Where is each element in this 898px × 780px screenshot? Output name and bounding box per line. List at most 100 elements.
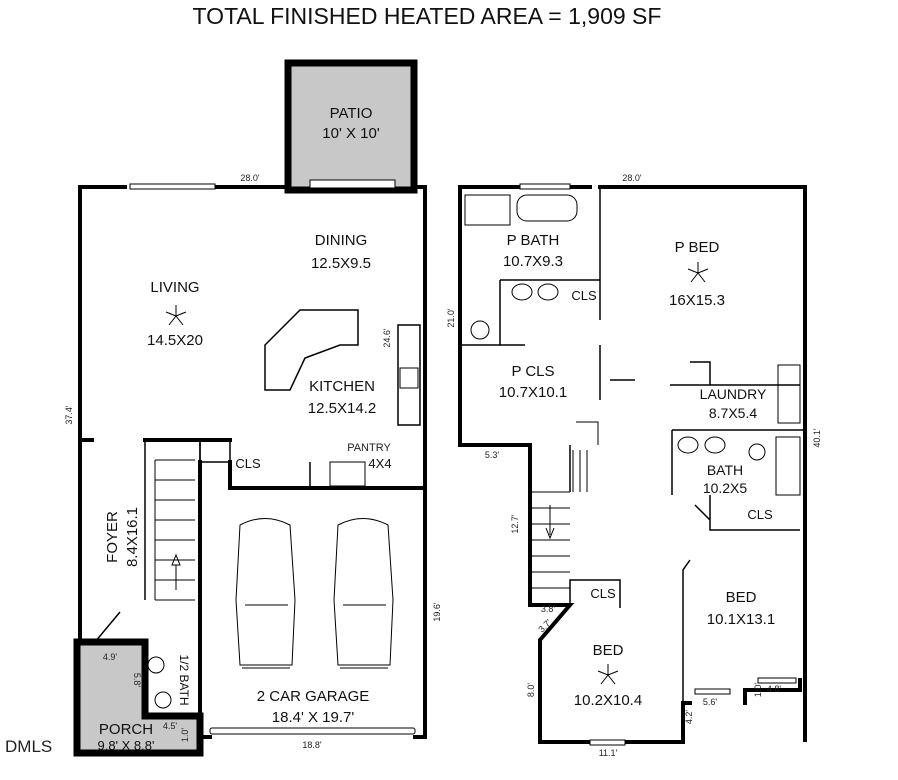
garage-size: 18.4' X 19.7' [272, 709, 355, 726]
half-bath-label: 1/2 BATH [177, 654, 191, 705]
dining-label: DINING [315, 232, 368, 249]
dimension: 18.8' [302, 740, 322, 750]
dimension: 5.6' [703, 697, 718, 707]
patio [284, 59, 418, 194]
foyer-label: FOYER [104, 511, 121, 563]
p-bath-label: P BATH [507, 232, 560, 249]
toilet-icon [748, 443, 766, 461]
toilet-icon [154, 691, 172, 709]
ceiling-fan-icon [687, 262, 709, 283]
stairs [530, 421, 599, 589]
kitchen-size: 12.5X14.2 [308, 400, 376, 417]
dimension: 1.0' [180, 728, 190, 743]
p-cls-size: 10.7X10.1 [499, 384, 567, 401]
bathtub-icon [516, 194, 578, 222]
ceiling-fan-icon [597, 664, 619, 685]
cls-label: CLS [235, 456, 261, 471]
p-bed-size: 16X15.3 [669, 292, 725, 309]
first-floor: PATIO 10' X 10' 28.0' DINING 12.5X9.5 LI… [64, 59, 442, 757]
laundry-size: 8.7X5.4 [709, 405, 757, 421]
kitchen-counter [397, 324, 421, 426]
kitchen-island [264, 309, 359, 391]
washer-dryer-icon [777, 364, 801, 424]
dimension: 19.6' [432, 602, 442, 622]
shower-icon [464, 194, 511, 226]
garage-door [209, 727, 416, 735]
pantry-label: PANTRY [347, 442, 391, 454]
cls-label: CLS [590, 586, 616, 601]
bed-label: BED [593, 642, 624, 659]
bath-label: BATH [707, 462, 743, 478]
dimension: 40.1' [812, 428, 822, 448]
car-icon [235, 518, 296, 669]
cls-label: CLS [571, 288, 597, 303]
dining-size: 12.5X9.5 [311, 255, 371, 272]
dimension: 3.8' [541, 604, 556, 614]
partition-lines [144, 440, 311, 600]
watermark: DMLS [5, 737, 52, 756]
bed-size: 10.2X10.4 [574, 692, 642, 709]
bed-size: 10.1X13.1 [707, 611, 775, 628]
pantry-size: 4X4 [368, 456, 391, 471]
dimension: 8.0' [526, 683, 536, 698]
ceiling-fan-icon [165, 305, 187, 326]
cls-label: CLS [747, 507, 773, 522]
bathtub-icon [775, 436, 801, 496]
window [757, 677, 797, 684]
dimension: 37.4' [64, 405, 74, 425]
dimension: 4.5' [163, 721, 178, 731]
p-cls-label: P CLS [511, 363, 554, 380]
window [589, 739, 626, 746]
front-door [94, 611, 121, 643]
bed-label: BED [726, 589, 757, 606]
porch [73, 638, 204, 757]
sink-icon [511, 283, 533, 301]
kitchen-label: KITCHEN [309, 378, 375, 395]
pantry-appliance [329, 461, 366, 487]
dimension: 4.2' [684, 710, 694, 725]
patio-label: PATIO [330, 105, 373, 122]
living-label: LIVING [150, 279, 199, 296]
exterior-walls [458, 185, 807, 744]
garage-label: 2 CAR GARAGE [257, 688, 370, 705]
window [694, 688, 731, 695]
toilet-icon [470, 320, 490, 340]
area-title: TOTAL FINISHED HEATED AREA = 1,909 SF [193, 3, 662, 29]
patio-size: 10' X 10' [322, 125, 380, 142]
p-bath-size: 10.7X9.3 [503, 253, 563, 270]
bath-size: 10.2X5 [703, 480, 748, 496]
dimension: 5.3' [485, 450, 500, 460]
patio-door [309, 179, 396, 189]
interior-walls [460, 187, 805, 703]
dimension: 12.7' [510, 514, 520, 534]
car-icon [333, 518, 394, 669]
sink-icon [147, 656, 165, 674]
dimension: 5.8' [132, 673, 142, 688]
sink-icon [677, 436, 699, 454]
p-bed-label: P BED [675, 239, 720, 256]
dimension: 11.1' [599, 748, 618, 758]
second-floor: 28.0' P BATH 10.7X9.3 P BED 16X15.3 CLS … [446, 173, 822, 758]
window [519, 183, 571, 190]
stairs [154, 459, 195, 601]
foyer-size: 8.4X16.1 [124, 507, 141, 567]
sink-icon [537, 283, 559, 301]
dimension: 4.8' [767, 684, 782, 694]
dimension: 28.0' [240, 173, 260, 183]
cls-box [199, 439, 231, 463]
dimension: 21.0' [446, 308, 456, 328]
dimension: 24.6' [382, 328, 392, 348]
laundry-label: LAUNDRY [700, 386, 767, 402]
porch-size: 9.8' X 8.8' [97, 738, 154, 753]
exterior-walls [78, 185, 427, 739]
dimension: 1.0' [753, 683, 763, 698]
dimension: 28.0' [622, 173, 642, 183]
living-size: 14.5X20 [147, 332, 203, 349]
dimension: 4.9' [103, 652, 118, 662]
porch-label: PORCH [99, 721, 153, 738]
sink-icon [704, 436, 726, 454]
dimension: 3.7' [536, 617, 553, 634]
window [129, 183, 216, 190]
stove [399, 367, 419, 389]
